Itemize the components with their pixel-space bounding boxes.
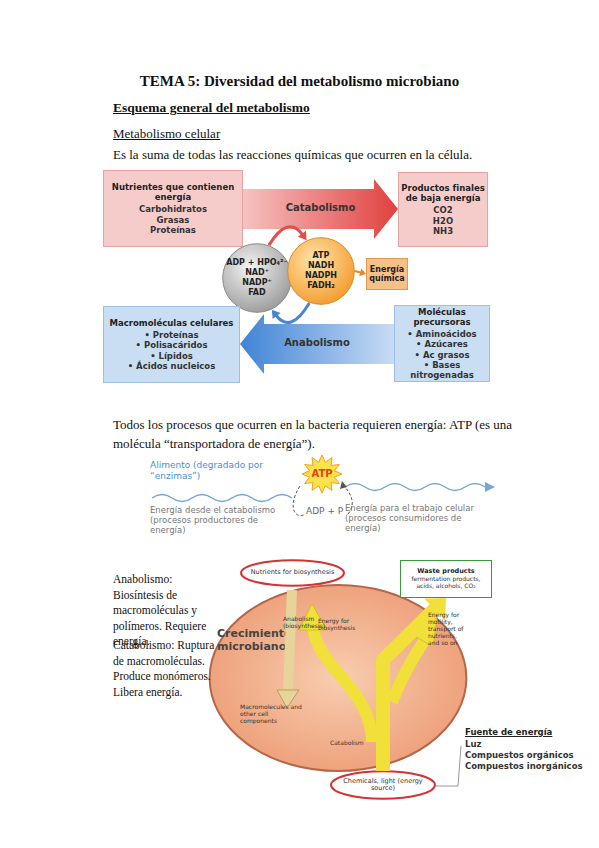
node-text: NAD⁺: [245, 268, 269, 278]
connector: [355, 269, 366, 277]
paragraph: Todos los procesos que ocurren en la bac…: [113, 416, 533, 454]
energy-source: Compuestos inorgánicos: [465, 761, 590, 771]
atp-star: ATP: [302, 455, 342, 493]
node-text: • Polisacáridos: [136, 340, 208, 350]
adp-label: ADP + P: [306, 506, 351, 517]
cell-label: Energy for biosynthesis: [318, 618, 360, 632]
process-box: Nutrientes que contienen energíaCarbohid…: [103, 170, 243, 247]
waste-box: Waste productsfermentation products, aci…: [400, 560, 492, 598]
arrow-label: Anabolismo: [257, 337, 377, 349]
energy-note: Energía para el trabajo celular (proceso…: [345, 503, 495, 534]
node-heading: Crecimiento microbiano: [217, 627, 289, 653]
cycle-arrow: [276, 303, 309, 323]
cycle-arrow: [269, 227, 303, 245]
node-text: • Lípidos: [150, 351, 193, 361]
process-box: Moléculas precursoras • Aminoácidos• Azúc…: [394, 305, 490, 382]
block-arrow: [243, 179, 398, 239]
node-text: Proteínas: [150, 225, 196, 235]
node-text: • Azúcares: [416, 339, 468, 349]
arrow-head: [340, 481, 347, 489]
process-box: Productos finales de baja energíaCO2H2ON…: [398, 172, 488, 247]
energy-source-ellipse: Chemicals, light (energy source): [330, 771, 436, 799]
arrow-head: [485, 482, 495, 492]
paragraph: Es la suma de todas las reacciones quími…: [113, 146, 573, 165]
dashed-cycle: [293, 486, 305, 516]
energy-source: Luz: [465, 739, 590, 749]
node-text: Carbohidratos: [139, 204, 207, 214]
food-note: Alimento (degradado por “enzimas”): [150, 460, 270, 482]
energy-source: Compuestos orgánicos: [465, 750, 590, 760]
subsection-heading: Metabolismo celular: [113, 126, 413, 142]
node-heading: Nutrientes que contienen energía: [104, 182, 242, 202]
node-heading: ATP: [311, 469, 332, 479]
connector-line: [355, 271, 361, 273]
section-heading: Esquema general del metabolismo: [113, 100, 533, 116]
node-text: • Ácidos nucleicos: [128, 361, 216, 371]
page-title: TEMA 5: Diversidad del metabolismo micro…: [0, 72, 599, 90]
node-heading: Moléculas precursoras: [395, 307, 489, 327]
outline-ellipse: [223, 244, 292, 313]
connector: [240, 314, 394, 374]
arrow-head: [298, 231, 307, 240]
legend-heading: Fuente de energía: [465, 727, 590, 737]
cell-label: Energy for motility, transport of nutrie…: [428, 612, 470, 646]
node-text: CO2: [433, 205, 452, 215]
node-text: NADPH: [305, 271, 337, 281]
node-heading: Macromoléculas celulares: [110, 318, 234, 328]
leader-line: [436, 746, 461, 786]
node-text: H2O: [433, 216, 453, 226]
definition-text: Catabolismo: Ruptura de macromoléculas. …: [113, 638, 221, 700]
nutrient-ellipse: Nutrients for biosynthesis: [240, 560, 345, 586]
block-arrow: [240, 314, 394, 374]
cell-label: Macromolecules and other cell components: [240, 704, 302, 725]
node-text: NADP⁺: [242, 278, 272, 288]
node-heading: Nutrients for biosynthesis: [245, 569, 341, 576]
cell-label: Anabolism (biosynthesis): [283, 616, 321, 630]
outline-ellipse: [288, 238, 355, 305]
node-text: NH3: [433, 226, 453, 236]
node-heading: ADP + HPO₄²⁻: [226, 258, 288, 268]
node-heading: Chemicals, light (energy source): [330, 778, 436, 793]
arrow-label: Catabolismo: [261, 202, 381, 214]
process-box: Macromoléculas celulares • Proteínas• Pol…: [103, 306, 240, 383]
node-text: FADH₂: [307, 281, 335, 291]
connector: [269, 227, 307, 245]
energy-note: Energía desde el catabolismo (procesos p…: [150, 505, 290, 536]
definition-text: Anabolismo: Biosíntesis de macromolécula…: [113, 572, 221, 650]
arrow-head: [359, 269, 366, 277]
node-heading: Productos finales de baja energía: [399, 183, 487, 203]
node-text: fermentation products, acids, alcohols, …: [403, 576, 489, 590]
outline-ellipse: [241, 560, 344, 585]
node-text: Grasas: [157, 215, 190, 225]
wavy-arrow: [152, 495, 292, 502]
node-text: • Aminoácidos: [407, 329, 476, 339]
energy-box: Energía química: [366, 258, 408, 290]
carrier-circle: ATPNADHNADPHFADH₂: [287, 237, 355, 305]
node-heading: Energía química: [367, 265, 407, 283]
node-text: • Ac grasos: [415, 350, 470, 360]
carrier-circle: ADP + HPO₄²⁻NAD⁺NADP⁺FAD: [222, 243, 292, 313]
outline-ellipse: [210, 585, 467, 771]
wavy-arrow: [345, 484, 485, 491]
node-text: • Proteínas: [144, 330, 198, 340]
node-heading: ATP: [313, 251, 330, 261]
node-text: NADH: [308, 261, 334, 271]
node-text: FAD: [248, 288, 265, 298]
arrow-head: [272, 310, 281, 319]
node-heading: Waste products: [417, 568, 474, 575]
connector: [243, 179, 398, 239]
outline-star: [302, 455, 342, 493]
cell-label: Catabolism: [330, 740, 378, 747]
node-text: • Bases nitrogenadas: [395, 360, 489, 380]
